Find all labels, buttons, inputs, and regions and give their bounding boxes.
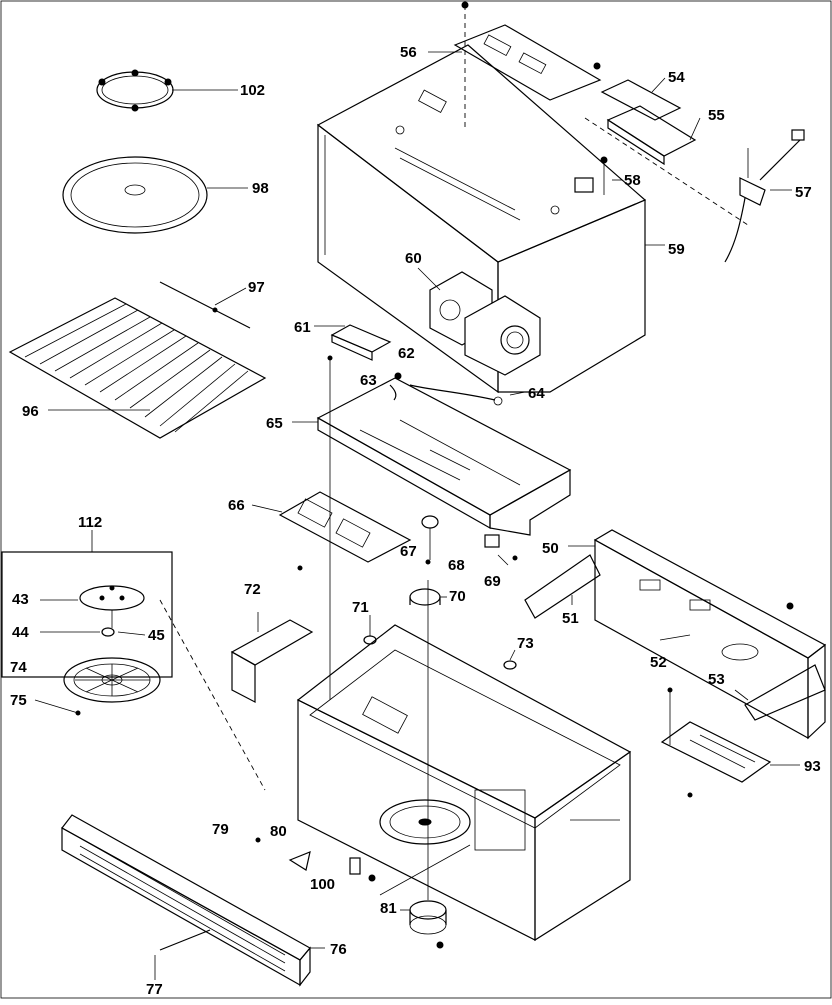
part-59-outer-cabinet	[316, 5, 665, 394]
part-93-vent	[660, 687, 800, 798]
callout-93: 93	[804, 758, 821, 775]
part-58-screw-bracket	[574, 156, 622, 195]
part-96-filter-grid	[8, 297, 267, 439]
part-54-vent-plate	[600, 77, 682, 121]
callout-54: 54	[668, 69, 685, 86]
callout-57: 57	[795, 184, 812, 201]
leader-52	[659, 634, 691, 641]
part-60-blower-fans	[417, 267, 541, 376]
inset-box-112	[1, 530, 173, 678]
callout-69: 69	[484, 573, 501, 590]
callout-67: 67	[400, 543, 417, 560]
part-98-glass-tray	[62, 156, 248, 234]
callout-100: 100	[310, 876, 335, 893]
part-74-stirrer-cover	[34, 599, 266, 791]
callout-97: 97	[248, 279, 265, 296]
callout-60: 60	[405, 250, 422, 267]
part-81-turntable-motor	[400, 580, 447, 949]
callout-75: 75	[10, 692, 27, 709]
callout-74: 74	[10, 659, 27, 676]
callout-77: 77	[146, 981, 163, 998]
part-72-bracket	[230, 612, 314, 703]
part-70-motor	[409, 559, 447, 606]
callout-112: 112	[78, 514, 102, 531]
part-61-cover	[314, 324, 392, 361]
parts-67-68-69-switches	[421, 515, 518, 566]
parts-79-80-100	[255, 837, 376, 882]
callout-59: 59	[668, 241, 685, 258]
part-53-bracket	[734, 664, 826, 721]
callout-58: 58	[624, 172, 641, 189]
callout-52: 52	[650, 654, 667, 671]
callout-81: 81	[380, 900, 397, 917]
part-65-air-duct	[292, 377, 572, 536]
part-50-side-panel	[568, 529, 827, 740]
part-76-front-grille	[61, 814, 325, 987]
part-57-thermal-cord	[584, 117, 805, 263]
callout-51: 51	[562, 610, 579, 627]
part-97-rod	[159, 281, 251, 329]
callout-98: 98	[252, 180, 269, 197]
callout-45: 45	[148, 627, 165, 644]
callout-96: 96	[22, 403, 39, 420]
callout-53: 53	[708, 671, 725, 688]
part-66-plate	[251, 491, 412, 571]
callout-76: 76	[330, 941, 347, 958]
callout-62: 62	[398, 345, 415, 362]
callout-56: 56	[400, 44, 417, 61]
callout-44: 44	[12, 624, 29, 641]
part-56-top-bracket	[428, 1, 602, 101]
part-55-bracket	[606, 105, 701, 166]
oven-cavity	[296, 624, 632, 942]
callout-71: 71	[352, 599, 369, 616]
part-102-roller-ring	[96, 69, 238, 112]
callout-102: 102	[240, 82, 265, 99]
callout-64: 64	[528, 385, 545, 402]
callout-79: 79	[212, 821, 229, 838]
callout-80: 80	[270, 823, 287, 840]
callout-43: 43	[12, 591, 29, 608]
callout-50: 50	[542, 540, 559, 557]
callout-63: 63	[360, 372, 377, 389]
callout-61: 61	[294, 319, 311, 336]
parts-62-63-64-hardware	[327, 355, 526, 700]
callout-70: 70	[449, 588, 466, 605]
callout-72: 72	[244, 581, 261, 598]
callout-66: 66	[228, 497, 245, 514]
callout-73: 73	[517, 635, 534, 652]
part-51-bracket	[524, 554, 601, 619]
callout-68: 68	[448, 557, 465, 574]
callout-55: 55	[708, 107, 725, 124]
part-71-part-73	[363, 615, 517, 670]
callout-65: 65	[266, 415, 283, 432]
